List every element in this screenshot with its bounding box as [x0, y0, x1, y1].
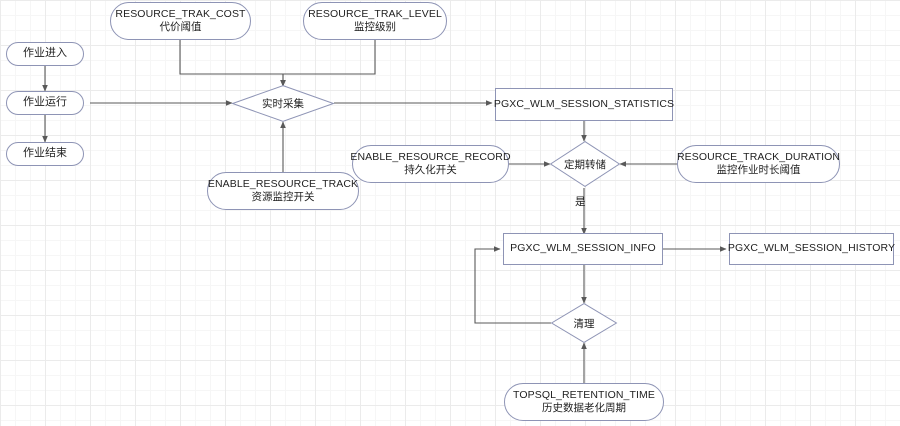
node-job-enter-label: 作业进入 [23, 47, 67, 60]
node-job-running[interactable]: 作业运行 [6, 91, 84, 115]
node-resource-trak-cost-desc: 代价阈值 [159, 21, 202, 33]
node-pgxc-wlm-session-history[interactable]: PGXC_WLM_SESSION_HISTORY [727, 233, 896, 265]
edge-label-dump-yes: 是 [575, 196, 586, 208]
node-enable-resource-record-name: ENABLE_RESOURCE_RECORD [350, 150, 511, 163]
decision-periodic-dump-shape [549, 141, 621, 187]
node-pgxc-wlm-session-info-label: PGXC_WLM_SESSION_INFO [510, 242, 656, 255]
node-topsql-retention-time-desc: 历史数据老化周期 [542, 402, 626, 414]
node-job-enter[interactable]: 作业进入 [6, 42, 84, 66]
decision-realtime-label: 实时采集 [262, 98, 304, 110]
node-job-running-label: 作业运行 [23, 96, 67, 109]
node-resource-trak-level-desc: 监控级别 [354, 21, 396, 33]
node-resource-trak-level-name: RESOURCE_TRAK_LEVEL [308, 7, 442, 20]
edge-trak-cost-to-realtime [179, 40, 286, 87]
node-job-end[interactable]: 作业结束 [6, 142, 84, 166]
node-job-end-label: 作业结束 [23, 147, 67, 160]
decision-clean-shape [550, 303, 618, 343]
decision-periodic-dump-label: 定期转储 [564, 158, 606, 171]
node-pgxc-wlm-session-statistics-label: PGXC_WLM_SESSION_STATISTICS [493, 97, 675, 110]
decision-clean[interactable]: 清理 [550, 303, 618, 343]
node-enable-resource-record[interactable]: ENABLE_RESOURCE_RECORD 持久化开关 [350, 145, 511, 183]
node-resource-trak-level[interactable]: RESOURCE_TRAK_LEVEL 监控级别 [303, 2, 447, 40]
node-topsql-retention-time[interactable]: TOPSQL_RETENTION_TIME 历史数据老化周期 [504, 383, 664, 421]
node-enable-resource-track-desc: 资源监控开关 [251, 191, 315, 203]
node-resource-track-duration[interactable]: RESOURCE_TRACK_DURATION 监控作业时长阈值 [677, 145, 840, 183]
node-pgxc-wlm-session-statistics[interactable]: PGXC_WLM_SESSION_STATISTICS [493, 88, 675, 121]
decision-realtime-collect[interactable]: 实时采集 [231, 85, 335, 122]
edge-trak-level-to-realtime [280, 40, 376, 87]
decision-clean-label: 清理 [573, 317, 595, 330]
node-resource-trak-cost-name: RESOURCE_TRAK_COST [115, 7, 246, 20]
node-enable-resource-record-desc: 持久化开关 [404, 164, 457, 176]
node-enable-resource-track-name: ENABLE_RESOURCE_TRACK [207, 177, 359, 190]
node-topsql-retention-time-name: TOPSQL_RETENTION_TIME [513, 388, 655, 401]
node-pgxc-wlm-session-history-label: PGXC_WLM_SESSION_HISTORY [727, 242, 896, 255]
node-resource-track-duration-name: RESOURCE_TRACK_DURATION [676, 150, 841, 163]
node-enable-resource-track[interactable]: ENABLE_RESOURCE_TRACK 资源监控开关 [207, 172, 359, 210]
decision-periodic-dump[interactable]: 定期转储 [549, 141, 621, 187]
node-pgxc-wlm-session-info[interactable]: PGXC_WLM_SESSION_INFO [503, 233, 663, 265]
node-resource-trak-cost[interactable]: RESOURCE_TRAK_COST 代价阈值 [110, 2, 251, 40]
decision-realtime-shape [231, 85, 335, 122]
node-resource-track-duration-desc: 监控作业时长阈值 [716, 164, 801, 176]
